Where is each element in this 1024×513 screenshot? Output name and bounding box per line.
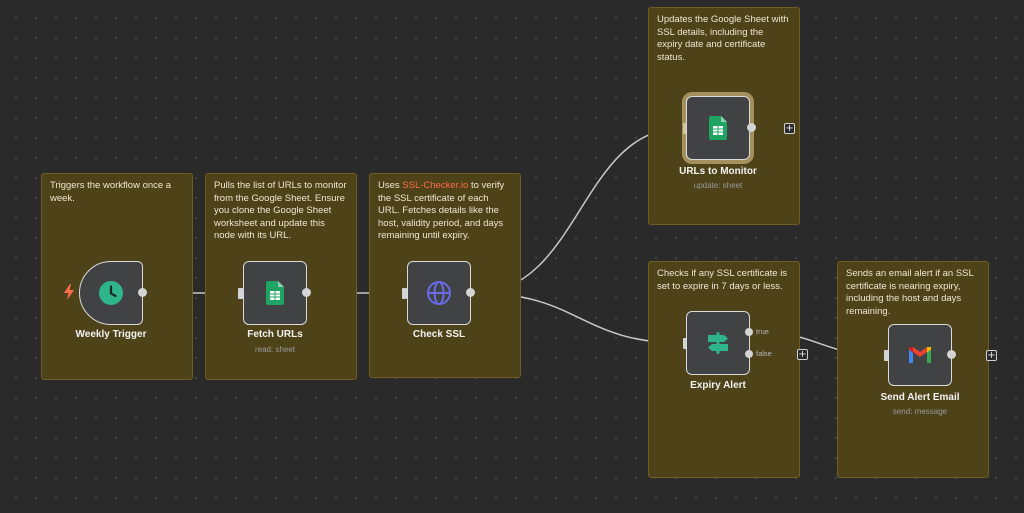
node-check-ssl[interactable] bbox=[407, 261, 471, 325]
note-fetch-text: Pulls the list of URLs to monitor from t… bbox=[214, 180, 347, 241]
signpost-icon bbox=[708, 332, 728, 354]
fetch-urls-subtitle: read: sheet bbox=[254, 345, 296, 354]
ssl-checker-link[interactable]: SSL-Checker.io bbox=[402, 180, 469, 191]
globe-icon bbox=[427, 281, 451, 305]
node-expiry-alert[interactable] bbox=[686, 311, 750, 375]
note-email-text: Sends an email alert if an SSL certifica… bbox=[846, 268, 974, 317]
fetch-urls-title: Fetch URLs bbox=[247, 329, 303, 340]
expiry-true-output-handle[interactable] bbox=[745, 328, 753, 336]
note-trigger-text: Triggers the workflow once a week. bbox=[50, 180, 172, 204]
trigger-bolt-icon bbox=[64, 284, 74, 300]
send-email-output-handle[interactable] bbox=[947, 350, 956, 359]
urls-monitor-add-button[interactable]: + bbox=[784, 123, 795, 134]
expiry-false-output-handle[interactable] bbox=[745, 350, 753, 358]
clock-icon bbox=[99, 281, 123, 305]
google-sheets-icon bbox=[709, 116, 727, 140]
fetch-urls-output-handle[interactable] bbox=[302, 288, 311, 297]
check-ssl-title: Check SSL bbox=[412, 329, 466, 340]
send-email-subtitle: send: message bbox=[892, 407, 948, 416]
check-ssl-input-handle[interactable] bbox=[402, 288, 407, 299]
node-urls-to-monitor[interactable] bbox=[686, 96, 750, 160]
send-email-add-button[interactable]: + bbox=[986, 350, 997, 361]
check-ssl-output-handle[interactable] bbox=[466, 288, 475, 297]
expiry-false-add-button[interactable]: + bbox=[797, 349, 808, 360]
note-check-ssl[interactable]: Uses SSL-Checker.io to verify the SSL ce… bbox=[369, 173, 521, 378]
google-sheets-icon bbox=[266, 281, 284, 305]
node-send-alert-email[interactable] bbox=[888, 324, 952, 386]
urls-monitor-title: URLs to Monitor bbox=[679, 166, 757, 177]
expiry-alert-input-handle[interactable] bbox=[683, 338, 688, 349]
send-email-input-handle[interactable] bbox=[884, 350, 889, 361]
expiry-alert-title: Expiry Alert bbox=[690, 380, 746, 391]
fetch-urls-input-handle[interactable] bbox=[238, 288, 243, 299]
note-ssl-suffix: to verify the SSL certificate of each UR… bbox=[378, 180, 505, 241]
send-email-title: Send Alert Email bbox=[880, 392, 960, 403]
weekly-trigger-output-handle[interactable] bbox=[138, 288, 147, 297]
node-fetch-urls[interactable] bbox=[243, 261, 307, 325]
expiry-false-label: false bbox=[756, 349, 772, 358]
urls-monitor-output-handle[interactable] bbox=[747, 123, 756, 132]
node-weekly-trigger[interactable] bbox=[79, 261, 143, 325]
urls-monitor-subtitle: update: sheet bbox=[693, 181, 743, 190]
note-ssl-prefix: Uses bbox=[378, 180, 403, 191]
urls-monitor-input-handle[interactable] bbox=[683, 123, 688, 134]
note-expiry-text: Checks if any SSL certificate is set to … bbox=[657, 268, 788, 292]
gmail-icon bbox=[909, 347, 931, 363]
weekly-trigger-title: Weekly Trigger bbox=[75, 329, 147, 340]
note-update-text: Updates the Google Sheet with SSL detail… bbox=[657, 14, 789, 63]
expiry-true-label: true bbox=[756, 327, 769, 336]
